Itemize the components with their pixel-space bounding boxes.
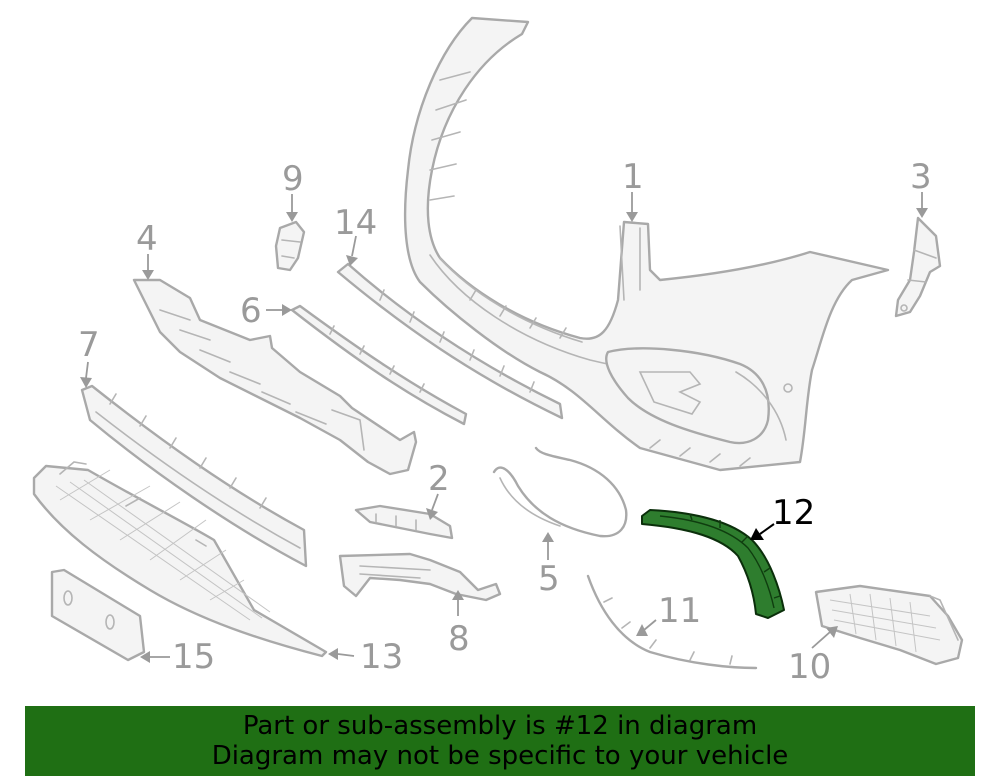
callout-6[interactable]: 6	[240, 291, 262, 331]
part-7-grille-frame[interactable]	[80, 384, 308, 568]
part-5-trim-loop[interactable]	[492, 446, 628, 538]
callout-10[interactable]: 10	[788, 647, 831, 687]
part-8-mounting-bracket[interactable]	[338, 552, 502, 602]
callout-5[interactable]: 5	[538, 559, 560, 599]
part-3-side-bracket[interactable]	[894, 216, 942, 318]
callout-8[interactable]: 8	[448, 619, 470, 659]
callout-3[interactable]: 3	[910, 157, 932, 197]
parts-diagram: 1 2 3 4 5 6 7 8 9 10 11 12 13 14 15	[32, 16, 964, 687]
leader-12	[750, 523, 775, 540]
callout-9[interactable]: 9	[282, 159, 304, 199]
part-15-plate-bracket[interactable]	[50, 568, 146, 662]
part-10-fog-grille[interactable]	[814, 584, 964, 666]
callout-7[interactable]: 7	[78, 325, 100, 365]
part-6-trim-strip[interactable]	[290, 304, 468, 426]
callout-labels: 1 2 3 4 5 6 7 8 9 10 11 12 13 14 15	[78, 157, 932, 687]
part-9-small-bracket[interactable]	[274, 220, 306, 272]
part-11-lower-trim[interactable]	[586, 574, 758, 670]
callout-13[interactable]: 13	[360, 637, 403, 677]
callout-14[interactable]: 14	[334, 203, 377, 243]
banner-line-2: Diagram may not be specific to your vehi…	[211, 741, 789, 771]
callout-15[interactable]: 15	[172, 637, 215, 677]
callout-4[interactable]: 4	[136, 219, 158, 259]
part-13-lower-grille[interactable]	[32, 461, 328, 658]
part-14-upper-trim[interactable]	[336, 262, 564, 420]
callout-1[interactable]: 1	[622, 157, 644, 197]
banner-line-1: Part or sub-assembly is #12 in diagram	[242, 711, 758, 741]
part-1-bumper-cover[interactable]	[403, 16, 890, 472]
leader-lines	[80, 192, 928, 663]
part-12-highlighted-trim[interactable]	[641, 509, 785, 619]
callout-11[interactable]: 11	[658, 591, 701, 631]
info-banner: Part or sub-assembly is #12 in diagram D…	[25, 706, 975, 776]
part-2-fog-bracket[interactable]	[354, 504, 454, 540]
callout-2[interactable]: 2	[428, 459, 450, 499]
callout-12[interactable]: 12	[772, 493, 815, 533]
part-4-absorber[interactable]	[132, 278, 418, 476]
